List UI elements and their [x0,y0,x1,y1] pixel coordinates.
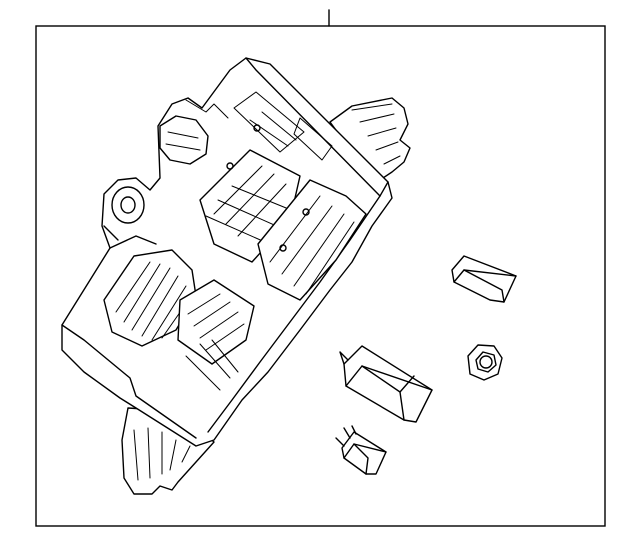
relay-large [339,345,433,423]
diagram-frame [35,25,606,527]
relay-small [335,425,387,475]
hex-nut [467,344,503,381]
cover-cap [451,255,517,303]
fuse-relay-box [61,57,411,495]
